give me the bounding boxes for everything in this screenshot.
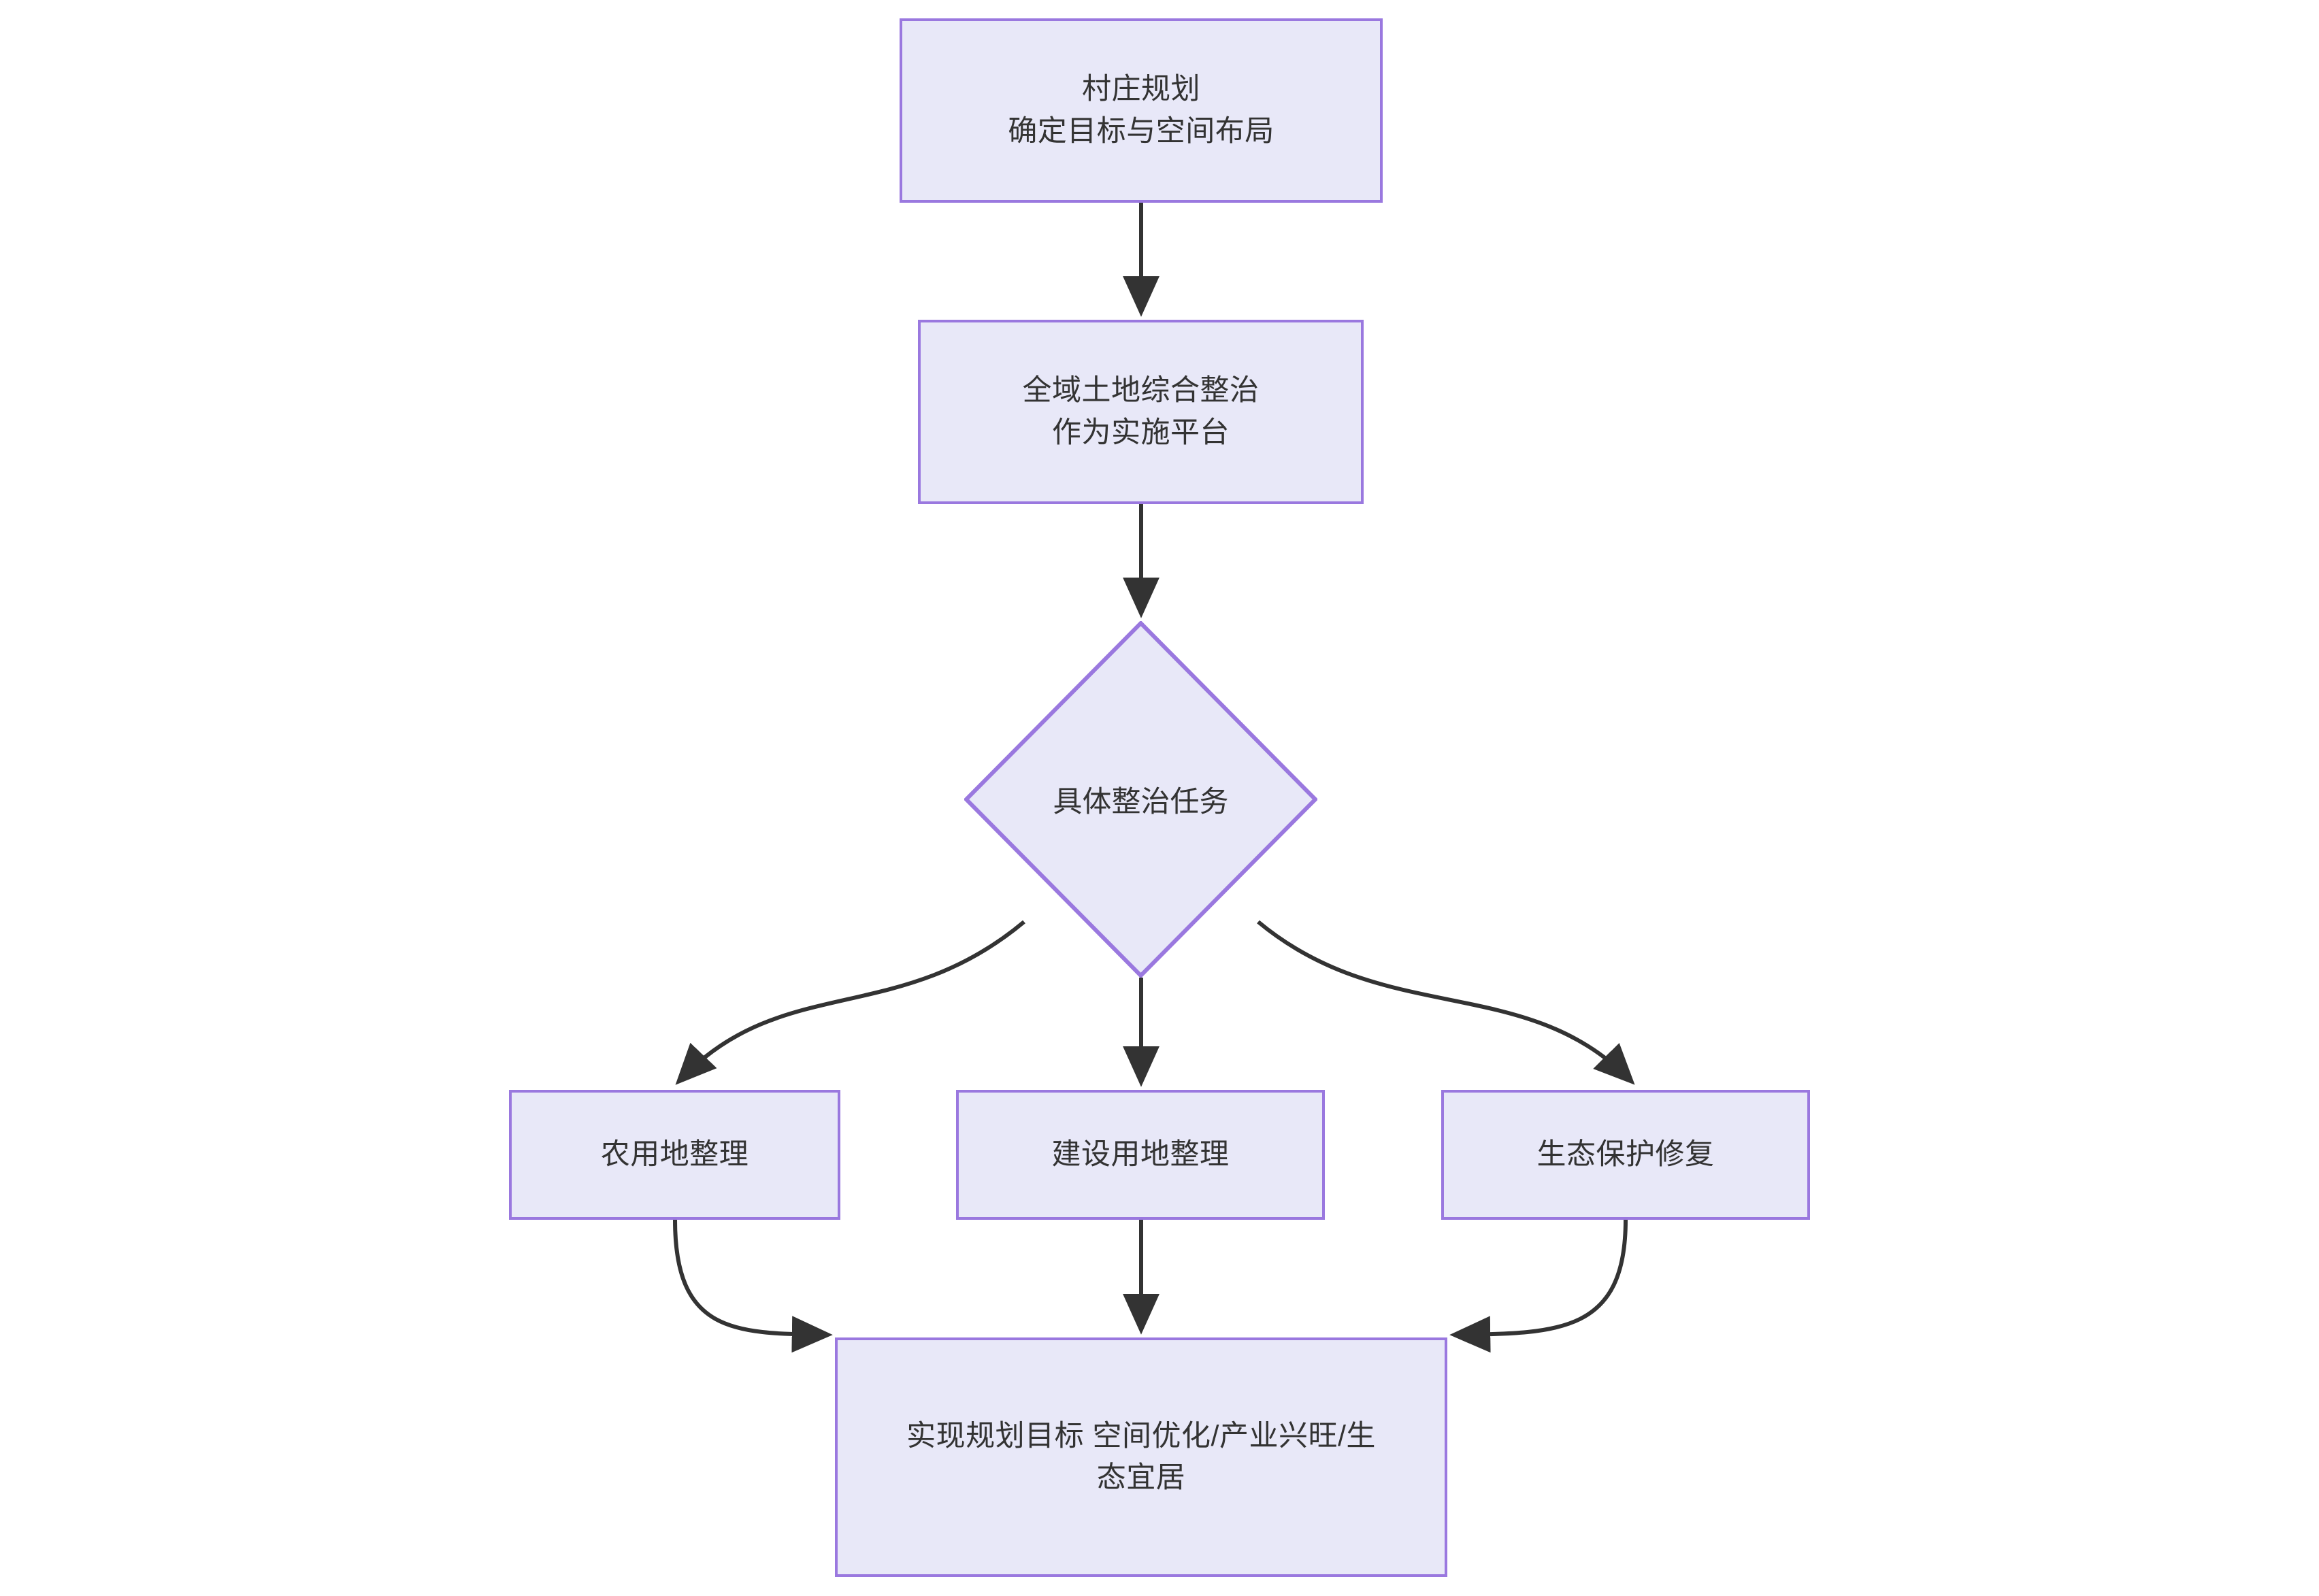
node-planning-goal-label: 实现规划目标 空间优化/产业兴旺/生态宜居 [906,1419,1376,1494]
node-farmland-consolidation-label: 农用地整理 [600,1137,749,1171]
node-ecological-restoration-label: 生态保护修复 [1536,1137,1715,1171]
node-planning-goal[interactable]: 实现规划目标 空间优化/产业兴旺/生态宜居 [835,1337,1447,1577]
node-construction-land-consolidation-label: 建设用地整理 [1051,1137,1230,1171]
node-village-planning-label: 村庄规划 确定目标与空间布局 [1008,73,1274,148]
node-land-consolidation-platform[interactable]: 全域土地综合整治 作为实施平台 [918,320,1364,504]
edge-farmland-to-goal [673,1219,833,1353]
edge-ecology-to-goal [1449,1219,1628,1353]
diamond-shape-icon [964,621,1317,978]
node-specific-tasks-label: 具体整治任务 [1053,786,1229,818]
node-ecological-restoration[interactable]: 生态保护修复 [1441,1090,1810,1220]
node-construction-land-consolidation[interactable]: 建设用地整理 [956,1090,1325,1220]
node-specific-tasks[interactable]: 具体整治任务 [964,621,1317,978]
node-land-consolidation-platform-label: 全域土地综合整治 作为实施平台 [1022,374,1260,449]
node-village-planning[interactable]: 村庄规划 确定目标与空间布局 [900,18,1383,203]
node-farmland-consolidation[interactable]: 农用地整理 [509,1090,840,1220]
